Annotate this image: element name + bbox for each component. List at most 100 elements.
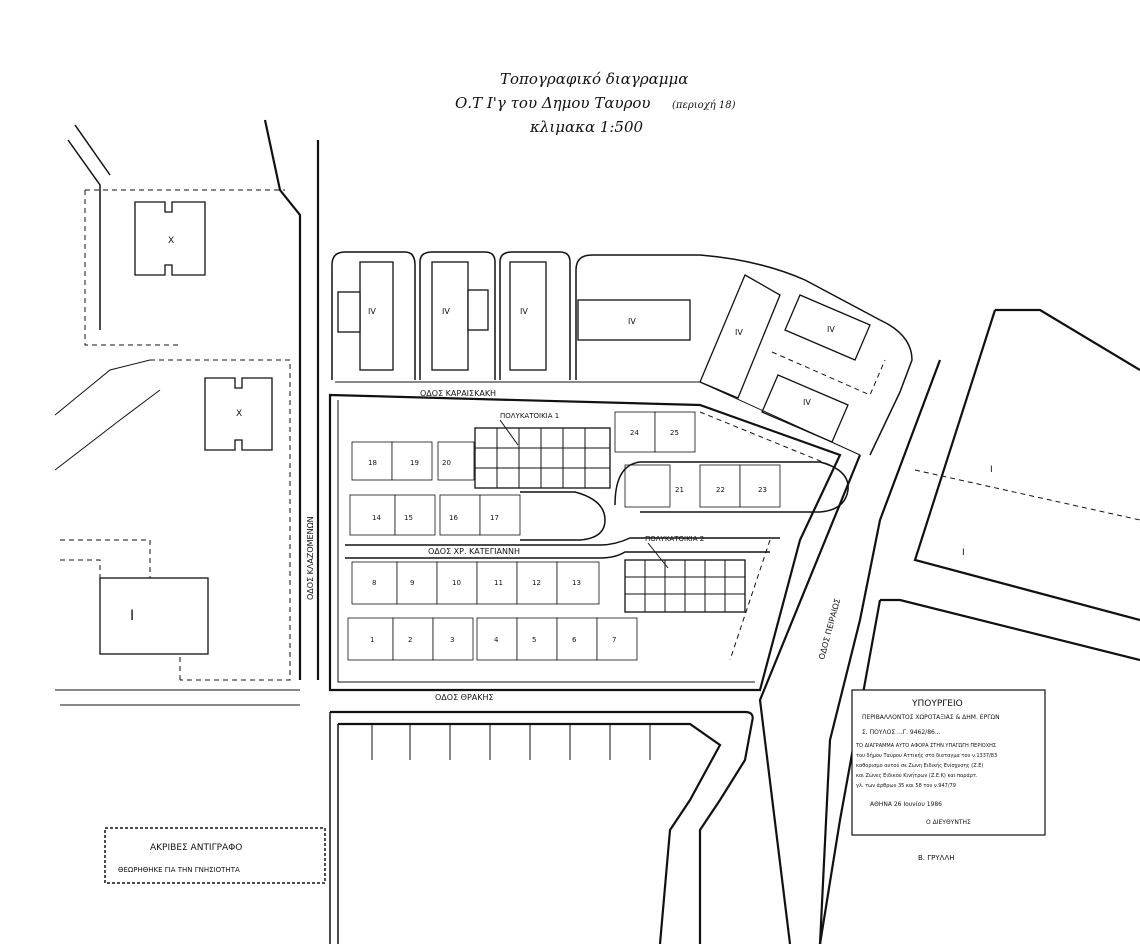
house-unit bbox=[394, 494, 436, 536]
building-i-west bbox=[99, 577, 209, 655]
house-unit bbox=[516, 561, 558, 605]
north-block-4-label: ΙV bbox=[628, 317, 636, 326]
polykatoikia-2: ΠΟΛΥΚΑΤΟΙΚΙΑ 2 bbox=[624, 535, 746, 613]
street-label-peiraios: ΟΔΟΣ ΠΕΙΡΑΙΩΣ bbox=[817, 597, 842, 660]
house-number: 14 bbox=[372, 514, 381, 522]
katelianni-north-edge bbox=[345, 537, 780, 546]
street-label-katelianni: ΟΔΟΣ ΧΡ. ΚΑΤΕΓΙΑΝΝΗ bbox=[428, 547, 520, 556]
house-number: 23 bbox=[758, 486, 767, 494]
polykatoikia-2-label: ΠΟΛΥΚΑΤΟΙΚΙΑ 2 bbox=[645, 535, 704, 543]
house-number: 5 bbox=[532, 636, 536, 644]
west-lot-line-3 bbox=[150, 359, 291, 681]
house-unit bbox=[476, 617, 518, 661]
west-diagonal-street-1 bbox=[54, 359, 151, 416]
north-lot-2-outline bbox=[419, 251, 496, 380]
house-number: 4 bbox=[494, 636, 499, 644]
main-block-inner-line bbox=[337, 400, 755, 683]
house-number: 8 bbox=[372, 579, 376, 587]
katelianni-south-edge bbox=[345, 551, 770, 559]
cul-de-sac bbox=[520, 491, 606, 541]
polykatoikia-1-label: ΠΟΛΥΚΑΤΟΙΚΙΑ 1 bbox=[500, 412, 559, 420]
map-scale: κλιμακα 1:500 bbox=[529, 118, 644, 136]
house-unit bbox=[699, 464, 741, 508]
house-number: 16 bbox=[449, 514, 458, 522]
house-unit bbox=[556, 617, 598, 661]
north-block-3 bbox=[509, 261, 547, 371]
house-number: 3 bbox=[450, 636, 454, 644]
peiraios-median bbox=[729, 539, 771, 661]
street-label-thrakis: ΟΔΟΣ ΘΡΑΚΗΣ bbox=[435, 693, 494, 702]
house-number: 6 bbox=[572, 636, 577, 644]
copy-stamp-line1: ΑΚΡΙΒΕΣ ΑΝΤΙΓΡΑΦΟ bbox=[150, 843, 242, 853]
karaiskaki-north-edge bbox=[335, 381, 861, 456]
north-block-6-label: ΙV bbox=[827, 325, 835, 334]
peiraios-west-edge bbox=[758, 454, 862, 944]
stamp-ministry: ΥΠΟΥΡΓΕΙΟ bbox=[911, 699, 963, 709]
north-block-4 bbox=[577, 299, 691, 341]
house-unit bbox=[479, 494, 521, 536]
stamp-text-line: ΤΟ ΔΙΑΓΡΑΜΜΑ ΑΥΤΟ ΑΦΟΡΑ ΣΤΗΝ ΥΠΑΓΩΓΗ ΠΕΡ… bbox=[855, 743, 996, 749]
west-street-edge-2 bbox=[74, 124, 111, 176]
map-title: Τοπογραφικό διαγραμμα bbox=[500, 70, 688, 88]
stamp-frame bbox=[851, 689, 1046, 836]
north-building-row: ΙV ΙV ΙV ΙV ΙV ΙV ΙV bbox=[331, 251, 913, 456]
house-number: 24 bbox=[630, 429, 639, 437]
house-number: 19 bbox=[410, 459, 419, 467]
house-number: 10 bbox=[452, 579, 461, 587]
south-lot-inner bbox=[338, 722, 722, 944]
house-unit bbox=[396, 561, 438, 605]
stamp-signature-role: Ο ΔΙΕΥΘΥΝΤΗΣ bbox=[926, 819, 971, 826]
house-number: 9 bbox=[410, 579, 414, 587]
house-unit bbox=[351, 441, 393, 481]
north-block-1-annex bbox=[337, 291, 361, 333]
north-lot-1-outline bbox=[331, 251, 416, 380]
building-x-north bbox=[134, 201, 206, 276]
stamp-signer: Β. ΓΡΥΛΛΗ bbox=[918, 854, 955, 862]
south-lots bbox=[329, 710, 754, 944]
house-unit bbox=[349, 494, 396, 536]
house-unit bbox=[392, 617, 434, 661]
west-lot-line-2 bbox=[84, 190, 180, 346]
main-block: ΟΔΟΣ ΧΡ. ΚΑΤΕΓΙΑΝΝΗ ΠΟΛΥΚΑΤΟΙΚΙΑ 1 bbox=[328, 393, 849, 692]
polykatoikia-2-grid bbox=[625, 560, 745, 612]
map-subtitle-note: (περιοχή 18) bbox=[672, 100, 736, 111]
polykatoikia-2-leader bbox=[647, 542, 669, 569]
house-row-2: 14 15 16 17 bbox=[349, 494, 521, 536]
west-street-edge-1 bbox=[67, 139, 101, 330]
east-block-i2-label: Ι bbox=[962, 548, 965, 558]
house-unit bbox=[432, 617, 474, 661]
stamp-department: ΠΕΡΙΒΑΛΛΟΝΤΟΣ ΧΩΡΟΤΑΞΙΑΣ & ΔΗΜ. ΕΡΓΩΝ bbox=[862, 714, 1000, 721]
ministry-approval-stamp: ΥΠΟΥΡΓΕΙΟ ΠΕΡΙΒΑΛΛΟΝΤΟΣ ΧΩΡΟΤΑΞΙΑΣ & ΔΗΜ… bbox=[851, 689, 1046, 862]
stamp-text-line: γλ. των άρθρων 35 και 58 του ν.947/79 bbox=[856, 782, 956, 789]
peiraios-center-edge bbox=[818, 359, 942, 944]
north-block-6 bbox=[784, 294, 871, 361]
north-block-1 bbox=[359, 261, 394, 371]
south-lot-edge bbox=[330, 710, 754, 944]
east-block-north-edge bbox=[995, 308, 1140, 371]
house-number: 15 bbox=[404, 514, 413, 522]
east-block-i1-outline bbox=[913, 309, 1140, 622]
polykatoikia-1-footprint bbox=[474, 427, 611, 489]
west-lot-line-6 bbox=[60, 559, 101, 578]
west-area: Χ Χ Ι bbox=[54, 119, 320, 706]
house-unit bbox=[347, 617, 394, 661]
klazomenon-west-edge bbox=[263, 119, 302, 680]
east-block-i1-label: Ι bbox=[990, 465, 993, 475]
house-number: 25 bbox=[670, 429, 679, 437]
house-number: 7 bbox=[612, 636, 616, 644]
house-number: 21 bbox=[675, 486, 684, 494]
north-lot-3-outline bbox=[499, 251, 571, 380]
house-unit bbox=[391, 441, 433, 481]
house-unit bbox=[439, 494, 481, 536]
north-block-2 bbox=[431, 261, 469, 371]
map-subtitle: Ο.Τ Ι'γ του Δημου Ταυρου bbox=[455, 94, 651, 112]
stamp-date: ΑΘΗΝΑ 26 Ιουνίου 1986 bbox=[870, 801, 942, 808]
house-number: 18 bbox=[368, 459, 377, 467]
stamp-text-line: καθορισμο αυτού σε Ζώνη Ειδικής Ενίσχυση… bbox=[856, 762, 983, 769]
house-row-1: 18 19 20 bbox=[351, 441, 475, 481]
house-number: 13 bbox=[572, 579, 581, 587]
north-lot-4-outline bbox=[575, 254, 913, 456]
house-unit bbox=[624, 464, 671, 508]
east-loop-road bbox=[614, 461, 849, 513]
